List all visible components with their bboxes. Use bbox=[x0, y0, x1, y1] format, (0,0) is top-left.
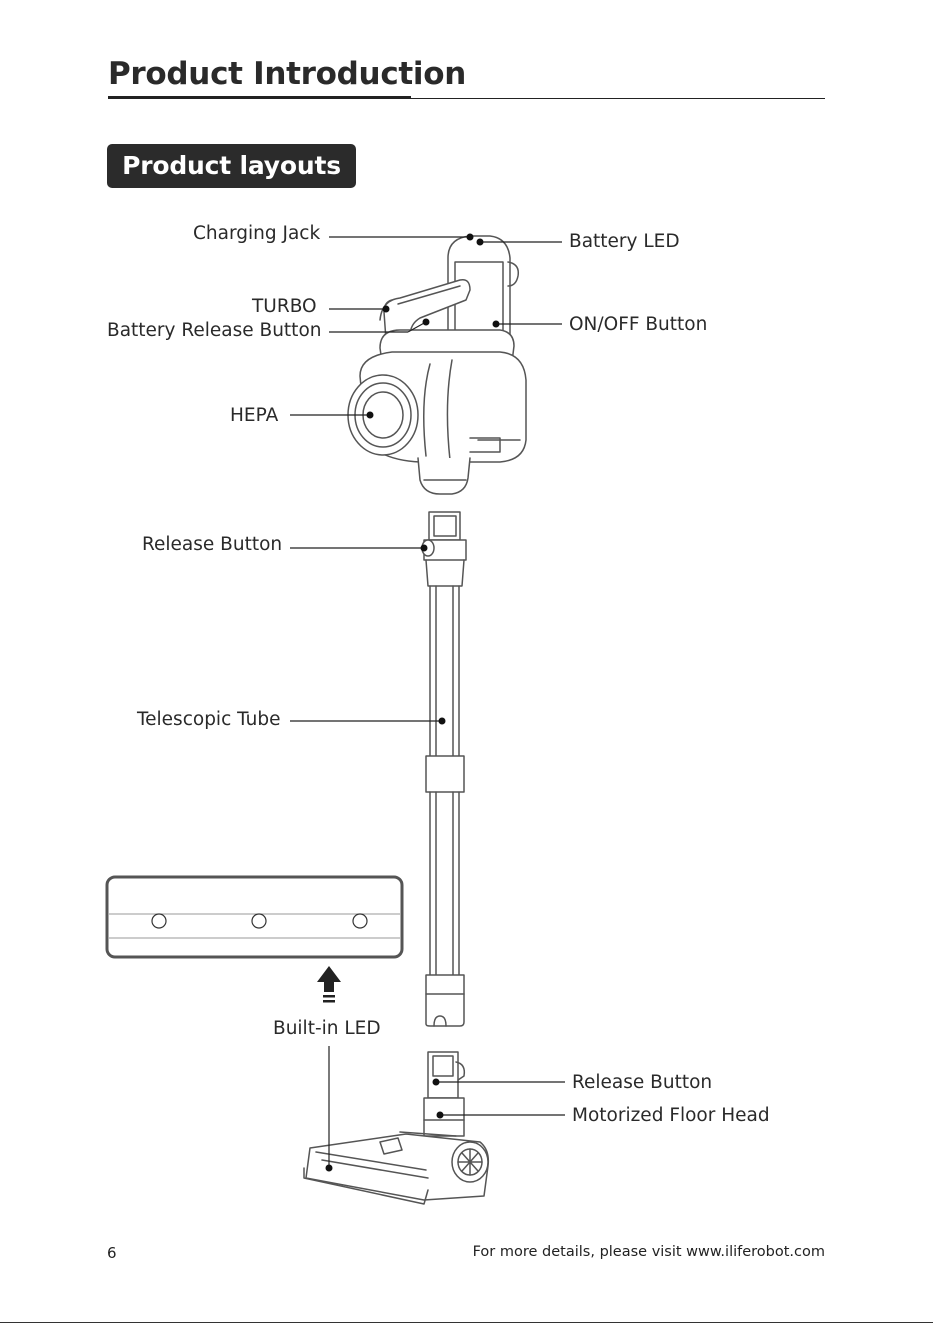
led-dot-2 bbox=[252, 914, 266, 928]
floor-head-shape bbox=[304, 1052, 488, 1204]
zoom-arrow-icon bbox=[317, 966, 341, 1003]
page-number: 6 bbox=[107, 1244, 117, 1262]
led-zoom-inset bbox=[107, 877, 402, 957]
led-dot-1 bbox=[152, 914, 166, 928]
vacuum-body bbox=[348, 236, 526, 494]
footer-details: For more details, please visit www.ilife… bbox=[473, 1244, 825, 1260]
bottom-rule bbox=[0, 1322, 933, 1323]
telescopic-tube-shape bbox=[422, 512, 466, 1026]
led-dot-3 bbox=[353, 914, 367, 928]
